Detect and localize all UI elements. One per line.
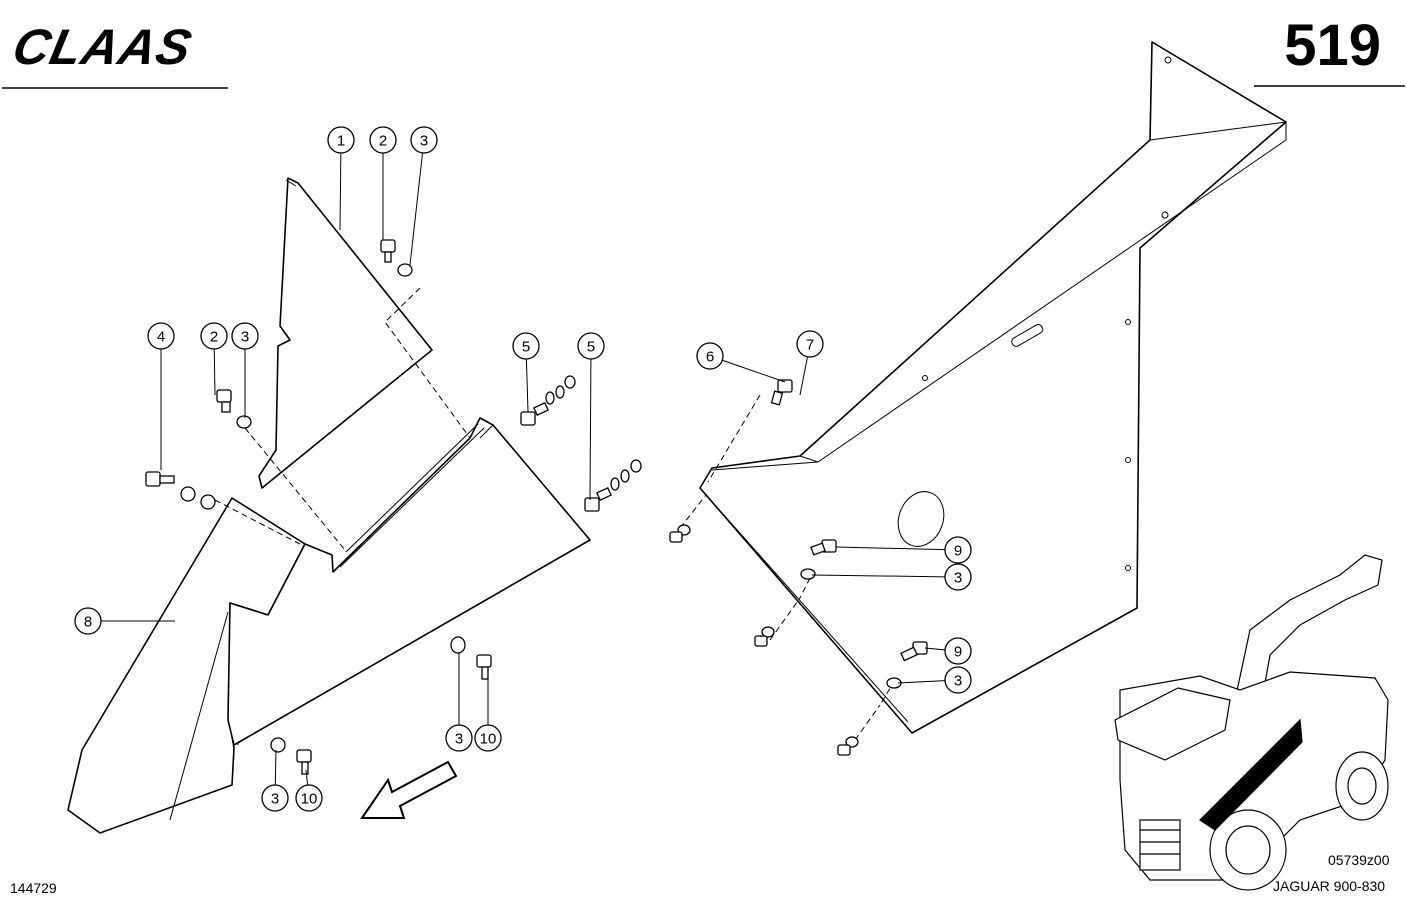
callout-circle bbox=[696, 342, 724, 370]
callout-label: 3 bbox=[954, 673, 962, 690]
callout-label: 3 bbox=[271, 791, 279, 808]
image-code: 05739z00 bbox=[1328, 852, 1390, 868]
callout-label: 9 bbox=[954, 644, 962, 661]
callout-leader bbox=[339, 152, 342, 231]
callout-leader bbox=[924, 647, 946, 651]
drawing-number: 144729 bbox=[10, 880, 57, 896]
panel-part-1 bbox=[258, 177, 433, 489]
callout-circle bbox=[474, 724, 502, 752]
callout-label: 2 bbox=[210, 329, 218, 346]
model-name: JAGUAR 900-830 bbox=[1273, 878, 1386, 894]
direction-arrow-icon bbox=[360, 760, 458, 819]
callout-label: 8 bbox=[84, 614, 92, 631]
callout-circle bbox=[445, 724, 473, 752]
callout-circle bbox=[261, 784, 289, 812]
callout-label: 10 bbox=[480, 731, 497, 748]
callout-circle bbox=[200, 322, 228, 350]
page-number: 519 bbox=[1284, 13, 1381, 78]
callout-label: 10 bbox=[301, 791, 318, 808]
callout-label: 3 bbox=[954, 570, 962, 587]
middle-panel bbox=[227, 417, 591, 746]
callout-circle bbox=[231, 322, 259, 350]
callout-leader bbox=[811, 574, 946, 578]
callout-circle bbox=[327, 126, 355, 154]
callout-leader bbox=[525, 358, 529, 413]
callout-leader bbox=[274, 749, 277, 786]
callout-label: 6 bbox=[706, 349, 714, 366]
callout-label: 5 bbox=[522, 339, 530, 356]
callout-label: 3 bbox=[455, 731, 463, 748]
callout-circle bbox=[74, 607, 102, 635]
callout-circle bbox=[944, 536, 972, 564]
callout-label: 3 bbox=[420, 133, 428, 150]
callout-circle bbox=[944, 666, 972, 694]
callout-label: 4 bbox=[157, 329, 165, 346]
callout-circle bbox=[577, 332, 605, 360]
callout-leader bbox=[409, 152, 424, 266]
panel-part-7 bbox=[699, 41, 1287, 734]
bolt-hardware bbox=[145, 239, 928, 775]
callout-circle bbox=[944, 637, 972, 665]
callout-circle bbox=[796, 330, 824, 358]
callout-label: 2 bbox=[379, 133, 387, 150]
callout-label: 7 bbox=[806, 337, 814, 354]
callout-leader bbox=[799, 356, 808, 396]
callout-leader bbox=[722, 359, 786, 383]
callout-leader bbox=[897, 680, 946, 684]
callout-leader bbox=[213, 348, 216, 396]
callout-label: 5 bbox=[587, 339, 595, 356]
callout-circle bbox=[410, 126, 438, 154]
callout-circle bbox=[944, 563, 972, 591]
callout-leader bbox=[835, 546, 946, 551]
panel-opening bbox=[897, 491, 945, 547]
callout-label: 1 bbox=[337, 133, 345, 150]
callout-circle bbox=[147, 322, 175, 350]
callout-label: 9 bbox=[954, 543, 962, 560]
callout-circle bbox=[369, 126, 397, 154]
callout-label: 3 bbox=[241, 329, 249, 346]
callout-leader bbox=[305, 769, 309, 786]
callout-circle bbox=[295, 784, 323, 812]
harvester-overview-icon bbox=[1114, 554, 1389, 891]
callout-circle bbox=[512, 332, 540, 360]
callout-leader bbox=[589, 358, 592, 501]
